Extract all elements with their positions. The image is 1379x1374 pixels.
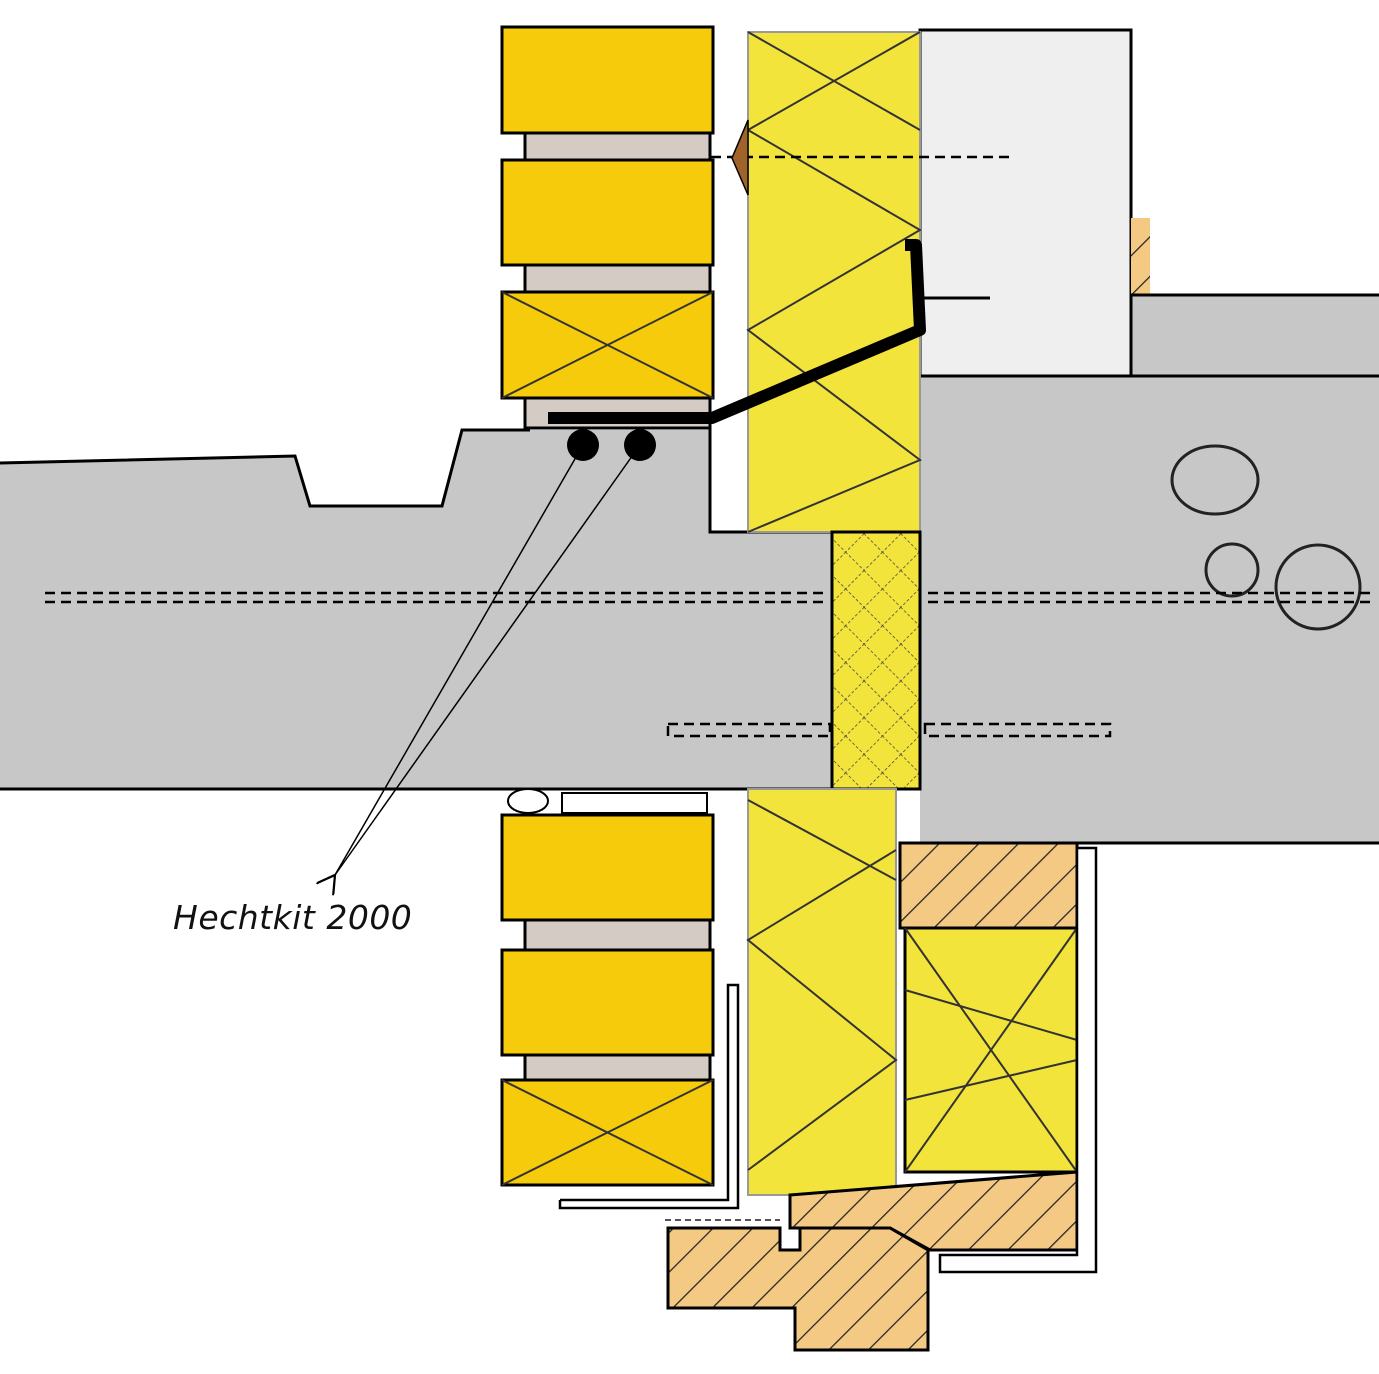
pipe [1274, 543, 1362, 631]
pipe [1204, 542, 1260, 598]
cross-hatched-insulation [830, 530, 922, 791]
concrete-slab-right [920, 295, 1379, 843]
flashing-profile [558, 983, 740, 1210]
brick [500, 158, 715, 267]
sill [666, 1226, 930, 1352]
cavity-insulation-lower [747, 788, 897, 1196]
annotation-label: Hechtkit 2000 [173, 898, 413, 937]
concrete-slab-left [0, 430, 832, 789]
pipe [1170, 444, 1260, 516]
cavity-insulation-upper [747, 31, 921, 533]
brick [500, 948, 715, 1057]
brick [500, 25, 715, 135]
brick [500, 813, 715, 922]
light-block [918, 28, 1133, 378]
membrane [548, 239, 926, 424]
window-frame-top [898, 841, 1079, 930]
leader-arrow [335, 444, 641, 875]
wall-tie [731, 119, 749, 196]
timber-strip [1131, 218, 1150, 295]
